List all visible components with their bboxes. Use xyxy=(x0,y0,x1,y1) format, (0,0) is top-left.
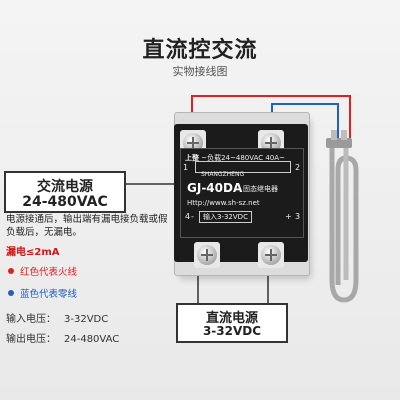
blue-dot-icon xyxy=(8,290,14,296)
relay-input-rating: 输入3-32VDC xyxy=(199,211,252,223)
leakage-note: 电源接通后，输出端有漏电接负载或假负载后，无漏电。 xyxy=(6,214,168,238)
spec-output: 输出电压： 24-480VAC xyxy=(6,330,119,345)
heating-element-icon xyxy=(326,130,359,303)
ac-power-voltage: 24-480VAC xyxy=(22,194,108,210)
ac-power-title: 交流电源 xyxy=(37,179,93,195)
terminal-4-label: 4 xyxy=(185,212,191,221)
ac-power-box: 交流电源 24-480VAC xyxy=(4,171,126,213)
spec-input-value: 3-32VDC xyxy=(64,314,109,325)
spec-output-value: 24-480VAC xyxy=(64,334,120,345)
spec-output-key: 输出电压： xyxy=(6,334,56,345)
spec-input-key: 输入电压： xyxy=(6,314,56,325)
legend-neutral: 蓝色代表零线 xyxy=(8,286,77,300)
terminal-3-label: 3 xyxy=(295,212,301,221)
terminal-3[interactable] xyxy=(258,242,284,268)
relay-brand: 上整 xyxy=(185,154,199,162)
red-dot-icon xyxy=(8,268,14,274)
screw-icon xyxy=(197,245,217,265)
terminal-plus-label: + xyxy=(285,212,292,221)
relay-brand-en: SHANGZHENG xyxy=(201,171,245,178)
relay-load-line: 上整 ~负载24~480VAC 40A~ xyxy=(185,153,285,163)
dc-power-title: 直流电源 xyxy=(205,311,258,326)
terminal-minus-label: - xyxy=(191,212,194,221)
page-title: 直流控交流 xyxy=(142,38,258,63)
relay-label: 上整 ~负载24~480VAC 40A~ 1 2 SHANGZHENG GJ-4… xyxy=(180,148,304,238)
leakage-limit: 漏电≤2mA xyxy=(6,247,60,258)
legend-live-label: 红色代表火线 xyxy=(20,267,78,278)
terminal-4[interactable] xyxy=(194,242,220,268)
terminal-1-label: 1 xyxy=(183,163,189,172)
relay-load-rating: ~负载24~480VAC 40A~ xyxy=(201,154,285,162)
spec-input: 输入电压： 3-32VDC xyxy=(6,310,108,325)
legend-neutral-label: 蓝色代表零线 xyxy=(20,289,78,300)
dc-power-box: 直流电源 3-32VDC xyxy=(176,303,288,343)
relay-label-frame xyxy=(195,161,291,173)
page-subtitle: 实物接线图 xyxy=(172,65,228,78)
terminal-2-label: 2 xyxy=(295,163,301,172)
screw-icon xyxy=(261,245,281,265)
relay-type: 固态继电器 xyxy=(243,185,278,193)
dc-power-voltage: 3-32VDC xyxy=(202,324,262,338)
relay-model: GJ-40DA xyxy=(187,181,243,195)
legend-live: 红色代表火线 xyxy=(8,264,77,278)
relay-url: Http://www.sh-sz.net xyxy=(187,199,260,207)
solid-state-relay: 上整 ~负载24~480VAC 40A~ 1 2 SHANGZHENG GJ-4… xyxy=(174,112,310,276)
